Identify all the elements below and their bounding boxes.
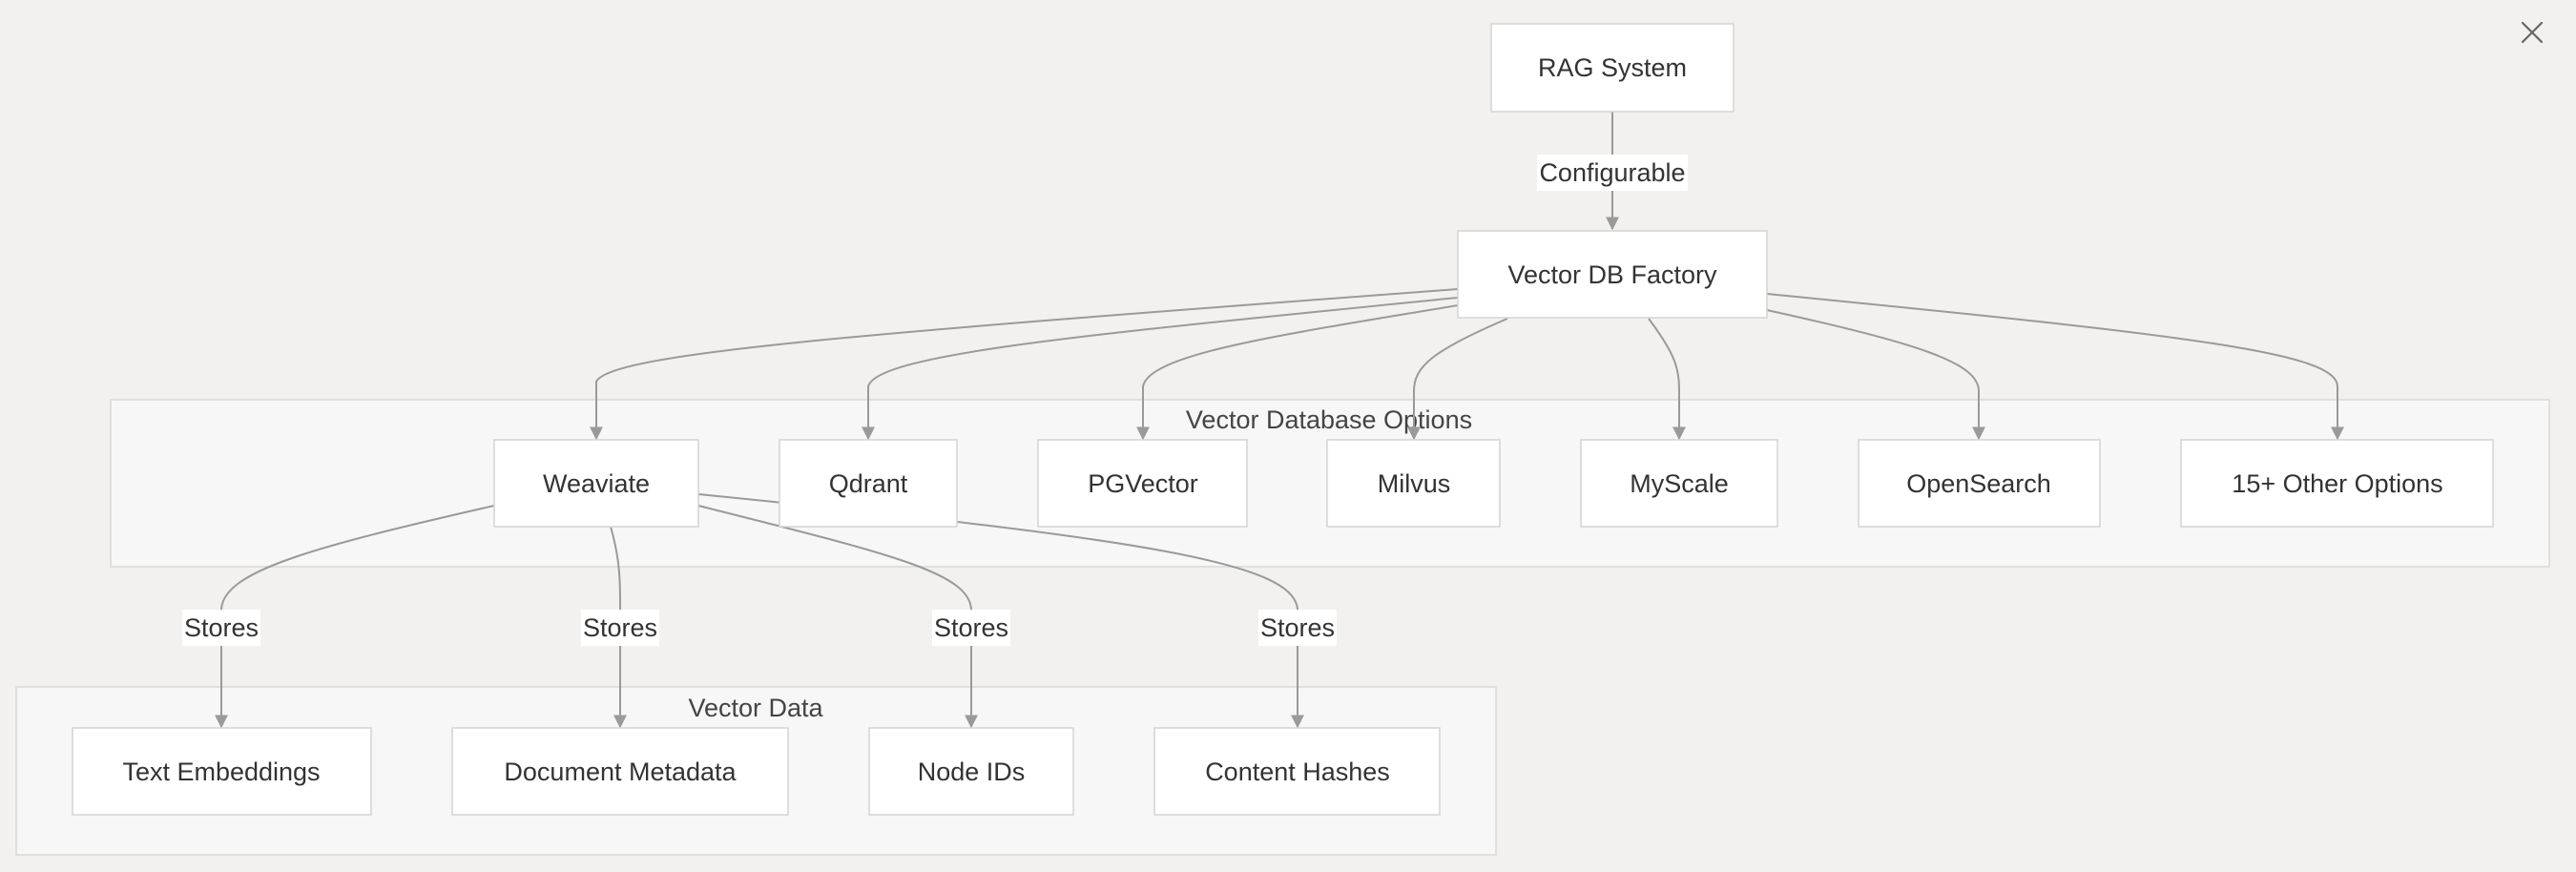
node-milvus[interactable]: Milvus [1326, 439, 1501, 528]
svg-text:Configurable: Configurable [1539, 158, 1685, 187]
svg-text:Weaviate: Weaviate [543, 469, 650, 498]
svg-text:Vector DB Factory: Vector DB Factory [1507, 260, 1717, 289]
svg-text:OpenSearch: OpenSearch [1906, 469, 2051, 498]
node-myscale[interactable]: MyScale [1580, 439, 1778, 528]
edge-label-stores-embeddings: Stores [182, 610, 260, 646]
svg-text:Stores: Stores [583, 613, 657, 642]
svg-text:Document Metadata: Document Metadata [504, 758, 737, 786]
node-pgvector[interactable]: PGVector [1037, 439, 1248, 528]
svg-text:Qdrant: Qdrant [829, 469, 908, 498]
node-text-embeddings[interactable]: Text Embeddings [72, 727, 372, 816]
edge-label-stores-hashes: Stores [1258, 610, 1337, 646]
edge-factory-myscale [1648, 318, 1686, 441]
cluster-title-data: Vector Data [688, 694, 823, 722]
edge-factory-milvus [1407, 318, 1508, 441]
edge-label-configurable: Configurable [1537, 155, 1688, 191]
node-opensearch[interactable]: OpenSearch [1858, 439, 2101, 528]
svg-text:Text Embeddings: Text Embeddings [122, 758, 320, 786]
cluster-title-options: Vector Database Options [1186, 405, 1472, 434]
edge-factory-opensearch [1766, 309, 1985, 441]
edge-label-stores-nodeids: Stores [932, 610, 1010, 646]
edges [215, 112, 2344, 729]
edge-factory-qdrant [862, 297, 1459, 441]
node-node-ids[interactable]: Node IDs [868, 727, 1074, 816]
svg-text:MyScale: MyScale [1630, 469, 1729, 498]
node-other-options[interactable]: 15+ Other Options [2180, 439, 2494, 528]
svg-text:15+ Other Options: 15+ Other Options [2232, 469, 2442, 498]
close-icon [2521, 21, 2544, 44]
node-weaviate[interactable]: Weaviate [493, 439, 699, 528]
edge-weaviate-metadata [610, 526, 627, 729]
node-document-metadata[interactable]: Document Metadata [451, 727, 789, 816]
edge-weaviate-embeddings [215, 505, 495, 729]
edge-factory-other [1766, 293, 2344, 441]
node-qdrant[interactable]: Qdrant [779, 439, 958, 528]
edge-factory-pgvector [1136, 304, 1459, 441]
svg-text:Stores: Stores [934, 613, 1008, 642]
node-rag-system[interactable]: RAG System [1490, 23, 1735, 113]
svg-text:PGVector: PGVector [1088, 469, 1198, 498]
svg-text:Stores: Stores [1260, 613, 1335, 642]
edge-weaviate-nodeids [697, 505, 978, 729]
node-vector-db-factory[interactable]: Vector DB Factory [1457, 230, 1768, 319]
svg-text:RAG System: RAG System [1538, 53, 1687, 82]
svg-text:Stores: Stores [184, 613, 259, 642]
svg-text:Node IDs: Node IDs [918, 758, 1026, 786]
edge-factory-weaviate [590, 288, 1459, 441]
svg-text:Milvus: Milvus [1378, 469, 1451, 498]
svg-text:Content Hashes: Content Hashes [1205, 758, 1390, 786]
close-button[interactable] [2515, 15, 2549, 50]
edge-label-stores-metadata: Stores [581, 610, 659, 646]
node-content-hashes[interactable]: Content Hashes [1153, 727, 1441, 816]
